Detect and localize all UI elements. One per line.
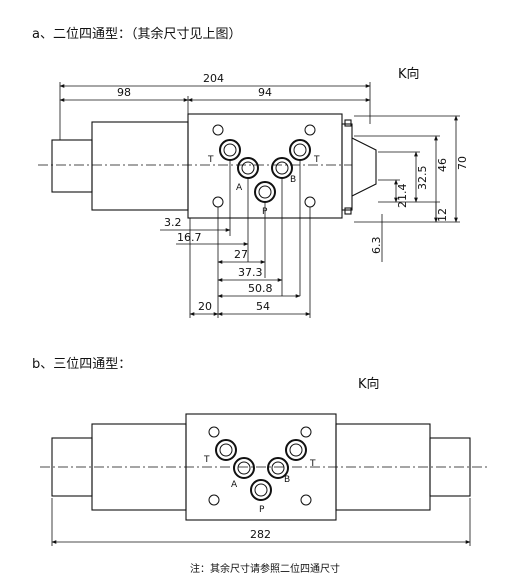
caption-a: a、二位四通型：（其余尺寸见上图）	[32, 26, 241, 42]
dim-46: 46	[436, 158, 449, 172]
mount-hole-tr-a	[304, 124, 316, 136]
dim-16-7: 16.7	[177, 231, 202, 244]
dim-204: 204	[203, 72, 224, 85]
solenoid-coil-a	[91, 121, 189, 211]
port-label-p-b: P	[259, 505, 265, 515]
dim-32-5: 32.5	[416, 166, 429, 191]
port-t-left-a	[219, 139, 241, 161]
port-p-inner-a	[258, 185, 272, 199]
port-label-t-right-a: T	[313, 155, 320, 165]
mount-hole-tr-b	[300, 426, 312, 438]
end-bolt-top-a	[344, 119, 352, 127]
port-label-t-left-a: T	[207, 155, 214, 165]
port-a-a	[237, 157, 259, 179]
end-bolt-bottom-a	[344, 207, 352, 215]
port-t-right-inner-a	[293, 143, 307, 157]
port-b-inner-a	[275, 161, 289, 175]
port-label-b-b: B	[284, 475, 290, 485]
top-dimensions-a	[59, 82, 371, 140]
caption-b: b、三位四通型：	[32, 357, 131, 372]
dim-282: 282	[250, 528, 271, 541]
port-label-b-a: B	[290, 175, 296, 185]
bottom-dimension-b	[51, 498, 471, 546]
end-cap-a	[341, 123, 353, 211]
port-b-a	[271, 157, 293, 179]
port-p-b	[250, 479, 272, 501]
solenoid-cap-a	[51, 139, 93, 193]
dim-21-4: 21.4	[396, 184, 409, 209]
dim-12: 12	[436, 208, 449, 222]
dim-27: 27	[234, 248, 248, 261]
dim-70: 70	[456, 156, 469, 170]
port-a-b	[233, 457, 255, 479]
bottom-dimensions-a	[160, 160, 311, 318]
mount-hole-tl-a	[212, 124, 224, 136]
port-t-left-inner-a	[223, 143, 237, 157]
port-t-right-a	[289, 139, 311, 161]
mount-hole-bl-b	[208, 494, 220, 506]
port-label-t-left-b: T	[203, 455, 210, 465]
dim-98: 98	[117, 86, 131, 99]
dim-6-3: 6.3	[370, 237, 383, 255]
dim-37-3: 37.3	[238, 266, 263, 279]
end-wedge-a	[351, 137, 377, 197]
port-b-b	[267, 457, 289, 479]
dim-54: 54	[256, 300, 270, 313]
port-p-a	[254, 181, 276, 203]
solenoid-cap-right-b	[429, 437, 471, 497]
port-t-left-b	[215, 439, 237, 461]
port-label-a-b: A	[231, 480, 238, 490]
k-view-label-a: K向	[398, 66, 420, 82]
dim-94: 94	[258, 86, 272, 99]
port-t-left-inner-b	[219, 443, 233, 457]
valve-body-a	[51, 113, 377, 219]
right-dimensions-a	[354, 115, 460, 262]
mount-hole-bl-a	[212, 196, 224, 208]
port-a-inner-a	[241, 161, 255, 175]
dim-20: 20	[198, 300, 212, 313]
dim-3-2: 3.2	[164, 216, 182, 229]
dim-50-8: 50.8	[248, 282, 273, 295]
port-p-inner-b	[254, 483, 268, 497]
port-label-a-a: A	[236, 183, 243, 193]
mount-hole-tl-b	[208, 426, 220, 438]
mount-hole-br-b	[300, 494, 312, 506]
port-t-right-b	[285, 439, 307, 461]
port-a-inner-b	[237, 461, 251, 475]
port-label-t-right-b: T	[309, 459, 316, 469]
port-t-right-inner-b	[289, 443, 303, 457]
k-view-label-b: K向	[358, 376, 380, 392]
port-b-inner-b	[271, 461, 285, 475]
footnote: 注：其余尺寸请参照二位四通尺寸	[190, 562, 340, 575]
ports-b	[208, 426, 312, 506]
mount-hole-br-a	[304, 196, 316, 208]
